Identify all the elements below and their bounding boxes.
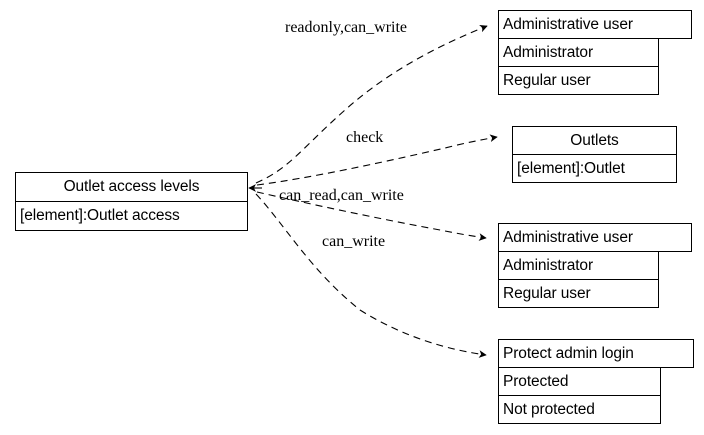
edge-label-can-write: can_write	[322, 233, 386, 250]
edge-label-check: check	[346, 129, 384, 146]
node-source-header: Outlet access levels	[15, 172, 248, 202]
node-source-subtitle: [element]:Outlet access	[15, 201, 248, 231]
node-row: Administrator	[498, 38, 659, 67]
node-row: Regular user	[498, 279, 659, 308]
edge-readonly-can-write	[255, 25, 488, 184]
node-row: Not protected	[498, 395, 661, 424]
edge-label-can-read-can-write: can_read,can_write	[279, 187, 404, 204]
edge-label-readonly-can-write: readonly,can_write	[285, 19, 408, 36]
edge-can-write	[255, 193, 487, 358]
node-row: Protected	[498, 367, 661, 396]
node-header: Outlets	[512, 126, 677, 155]
node-header: Administrative user	[498, 223, 692, 252]
node-header: Protect admin login	[498, 339, 694, 368]
node-row: [element]:Outlet	[512, 154, 677, 183]
node-row: Administrator	[498, 251, 659, 280]
node-header: Administrative user	[498, 10, 692, 39]
node-row: Regular user	[498, 66, 659, 95]
